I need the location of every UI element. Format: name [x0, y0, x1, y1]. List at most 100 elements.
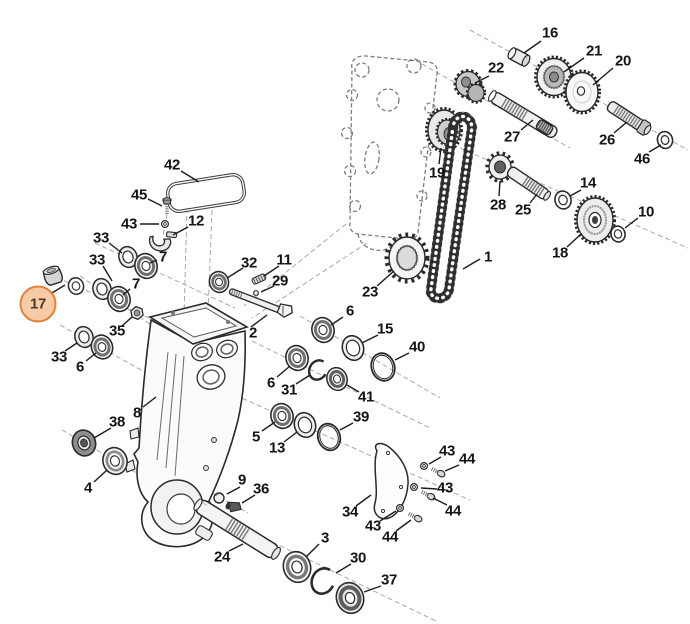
part-29-pin[interactable]: [253, 290, 259, 296]
callout-36-44[interactable]: 36: [252, 480, 270, 498]
part-17-washer[interactable]: [66, 276, 85, 296]
callout-22-3[interactable]: 22: [487, 59, 505, 77]
part-11-spring[interactable]: [251, 273, 267, 285]
part-38-seal[interactable]: [69, 427, 99, 459]
callout-44-55[interactable]: 44: [381, 528, 399, 546]
callout-44-51[interactable]: 44: [458, 450, 476, 468]
callout-33-25[interactable]: 33: [50, 348, 68, 366]
part-5-bearing[interactable]: [268, 401, 297, 432]
callout-43-54[interactable]: 43: [364, 517, 382, 535]
callout-18-12[interactable]: 18: [551, 244, 569, 262]
callout-6-26[interactable]: 6: [75, 358, 85, 376]
part-17-cap-nut[interactable]: [42, 264, 64, 286]
callout-17-24[interactable]: 17: [19, 285, 57, 323]
callout-35-23[interactable]: 35: [108, 322, 126, 340]
part-32-bearing[interactable]: [207, 269, 232, 295]
part-3-bearing[interactable]: [279, 548, 314, 586]
part-21-gear[interactable]: [534, 55, 574, 99]
part-44-screw[interactable]: [407, 511, 423, 523]
callout-6-34[interactable]: 6: [266, 374, 276, 392]
part-31-snap-ring[interactable]: [306, 357, 331, 383]
callout-23-14[interactable]: 23: [361, 283, 379, 301]
callout-39-39[interactable]: 39: [352, 408, 370, 426]
part-7-bearing[interactable]: [132, 251, 161, 282]
part-14-washer[interactable]: [553, 189, 573, 211]
part-18-gear[interactable]: [574, 195, 616, 245]
callout-32-27[interactable]: 32: [240, 254, 258, 272]
callout-41-36[interactable]: 41: [357, 388, 375, 406]
part-16-bushing[interactable]: [506, 47, 531, 68]
callout-7-21[interactable]: 7: [158, 248, 168, 266]
part-12-fork[interactable]: [148, 230, 180, 253]
callout-20-2[interactable]: 20: [614, 52, 632, 70]
callout-43-17[interactable]: 43: [120, 215, 138, 233]
part-44-screw[interactable]: [430, 466, 446, 478]
part-46-washer[interactable]: [656, 130, 675, 150]
callout-7-22[interactable]: 7: [131, 275, 141, 293]
part-25-shaft[interactable]: [506, 166, 552, 202]
callout-4-42[interactable]: 4: [83, 479, 93, 497]
callout-33-20[interactable]: 33: [88, 251, 106, 269]
callout-6-31[interactable]: 6: [345, 302, 355, 320]
part-1-chain[interactable]: [425, 111, 478, 304]
part-36-plug[interactable]: [224, 500, 242, 515]
callout-27-4[interactable]: 27: [503, 128, 521, 146]
callout-3-46[interactable]: 3: [320, 529, 330, 547]
callout-1-13[interactable]: 1: [483, 248, 493, 266]
callout-12-18[interactable]: 12: [187, 212, 205, 230]
callout-19-7[interactable]: 19: [428, 164, 446, 182]
callout-29-29[interactable]: 29: [271, 272, 289, 290]
part-35-nut[interactable]: [130, 305, 144, 321]
callout-44-53[interactable]: 44: [444, 502, 462, 520]
part-37-bearing[interactable]: [332, 579, 367, 617]
callout-34-49[interactable]: 34: [341, 503, 359, 521]
callout-10-11[interactable]: 10: [637, 203, 655, 221]
part-33-seal[interactable]: [90, 276, 114, 302]
part-41-bearing[interactable]: [324, 365, 350, 393]
part-4-seal[interactable]: [99, 444, 130, 477]
callout-43-52[interactable]: 43: [436, 479, 454, 497]
part-8-housing[interactable]: [124, 302, 249, 548]
part-40-ring[interactable]: [368, 350, 399, 384]
part-43-washer[interactable]: [420, 462, 429, 471]
part-45-screw[interactable]: [162, 197, 172, 214]
part-6-bearing[interactable]: [88, 332, 115, 361]
part-10-washer[interactable]: [609, 224, 627, 243]
part-30-snap-ring[interactable]: [308, 565, 339, 598]
callout-45-16[interactable]: 45: [130, 186, 148, 204]
callout-46-6[interactable]: 46: [633, 150, 651, 168]
part-27-shaft[interactable]: [487, 89, 559, 139]
callout-31-35[interactable]: 31: [280, 381, 298, 399]
part-43-washer[interactable]: [410, 483, 419, 492]
callout-16-0[interactable]: 16: [541, 24, 559, 42]
callout-28-9[interactable]: 28: [489, 196, 507, 214]
callout-33-19[interactable]: 33: [92, 229, 110, 247]
part-43-washer[interactable]: [396, 504, 405, 513]
part-33-seal[interactable]: [116, 244, 140, 270]
callout-13-38[interactable]: 13: [268, 439, 286, 457]
part-13-seal[interactable]: [291, 410, 319, 440]
part-15-seal[interactable]: [339, 333, 367, 363]
callout-21-1[interactable]: 21: [585, 42, 603, 60]
callout-14-8[interactable]: 14: [579, 174, 597, 192]
callout-37-48[interactable]: 37: [380, 571, 398, 589]
callout-26-5[interactable]: 26: [598, 131, 616, 149]
callout-8-40[interactable]: 8: [132, 404, 142, 422]
part-6-bearing[interactable]: [283, 343, 312, 374]
callout-30-47[interactable]: 30: [349, 549, 367, 567]
part-9-ball[interactable]: [213, 492, 225, 504]
callout-15-32[interactable]: 15: [376, 320, 394, 338]
callout-2-30[interactable]: 2: [248, 324, 258, 342]
part-22-sprocket[interactable]: [453, 69, 487, 104]
callout-42-15[interactable]: 42: [163, 156, 181, 174]
callout-38-41[interactable]: 38: [108, 413, 126, 431]
callout-43-50[interactable]: 43: [438, 442, 456, 460]
part-23-sprocket[interactable]: [384, 232, 430, 284]
part-24-shaft[interactable]: [192, 497, 283, 561]
callout-25-10[interactable]: 25: [514, 201, 532, 219]
callout-11-28[interactable]: 11: [276, 251, 292, 269]
part-6-bearing[interactable]: [309, 315, 338, 346]
callout-9-43[interactable]: 9: [237, 471, 247, 489]
part-2-shift-rod[interactable]: [228, 283, 294, 319]
callout-40-33[interactable]: 40: [408, 338, 426, 356]
